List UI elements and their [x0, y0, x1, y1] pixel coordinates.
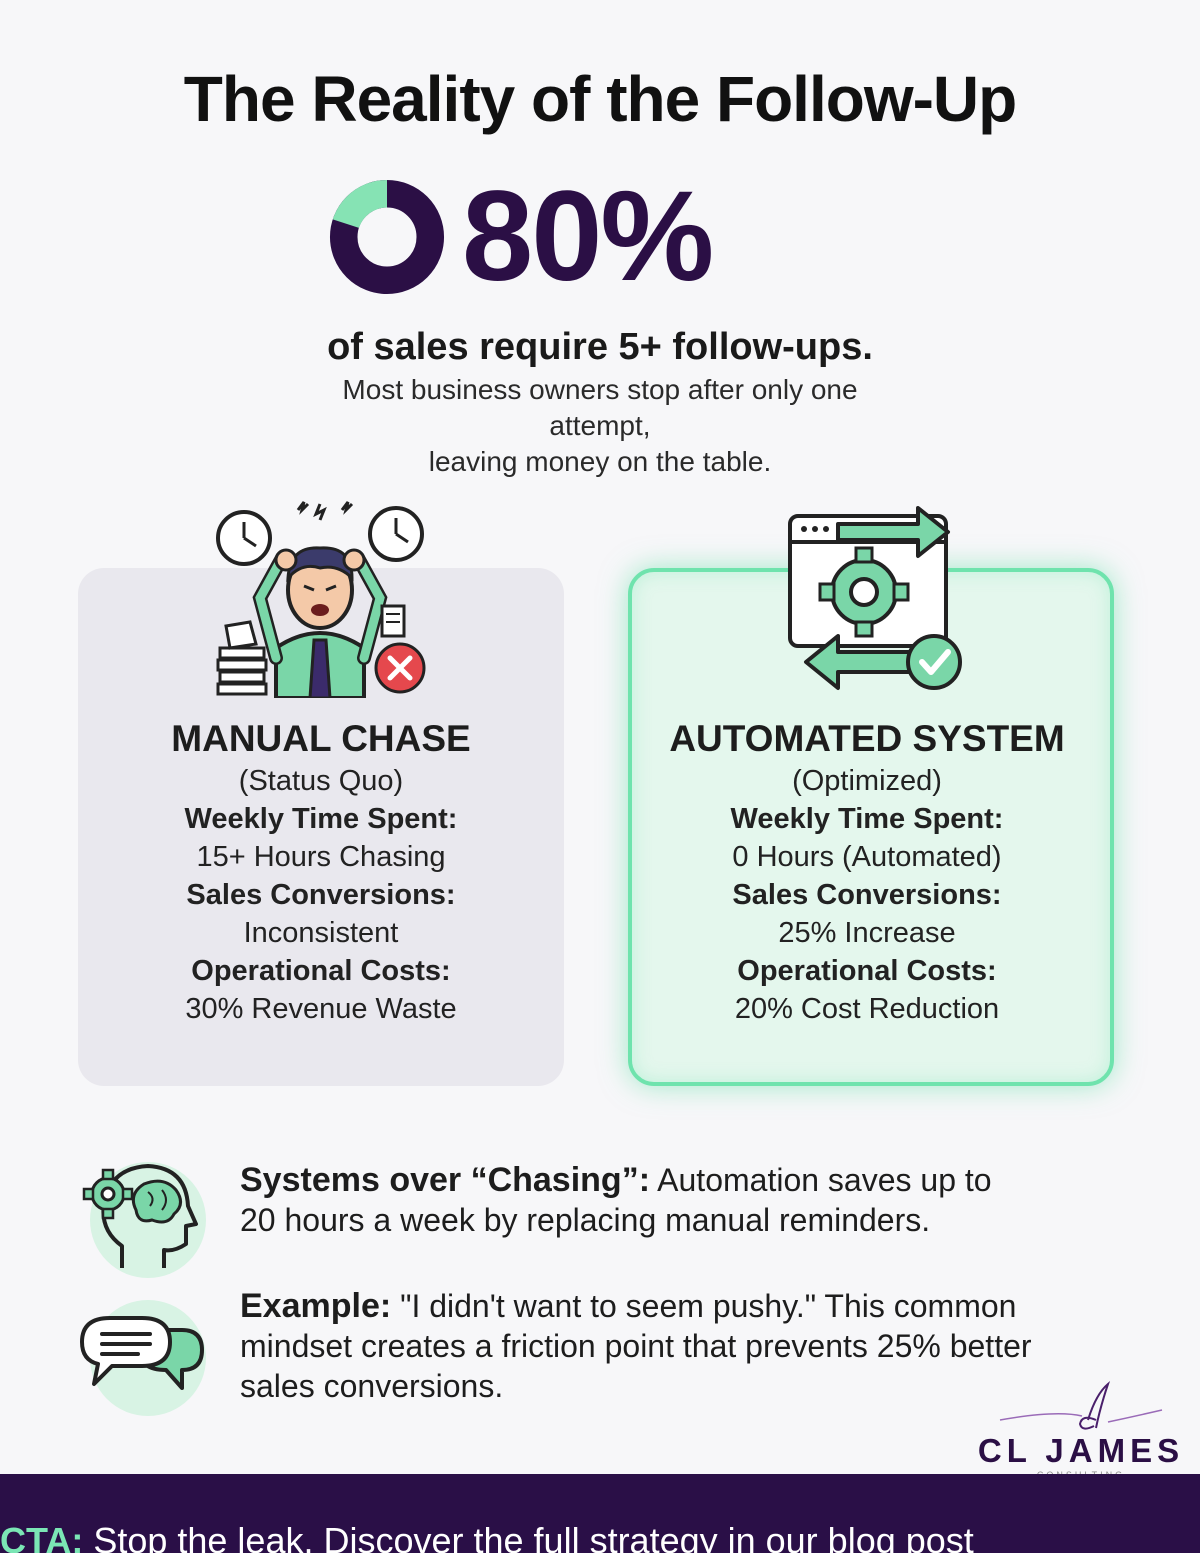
automated-heading: AUTOMATED SYSTEM: [669, 718, 1065, 759]
manual-cost-value: 30% Revenue Waste: [185, 993, 457, 1025]
cta-label: CTA:: [0, 1520, 84, 1553]
stat-subtext-line-1: Most business owners stop after only one…: [342, 374, 858, 441]
automated-cost-value: 20% Cost Reduction: [734, 993, 1000, 1025]
manual-heading: MANUAL CHASE: [171, 718, 471, 759]
tip-example-line-1: "I didn't want to seem pushy." This comm…: [391, 1288, 1017, 1324]
tip-systems-line-2: 20 hours a week by replacing manual remi…: [240, 1202, 931, 1238]
automated-conv-value: 25% Increase: [778, 917, 956, 949]
stat-row: 80%: [0, 165, 1200, 308]
tip-example: Example: "I didn't want to seem pushy." …: [78, 1286, 1158, 1428]
automated-system-card: AUTOMATED SYSTEM (Optimized) Weekly Time…: [628, 506, 1114, 1086]
chat-bubbles-icon: [80, 1300, 206, 1416]
tip-systems-bold: Systems over “Chasing”:: [240, 1161, 651, 1199]
stat-caption: of sales require 5+ follow-ups.: [327, 326, 873, 368]
tip-example-bold: Example:: [240, 1287, 392, 1325]
tip-systems-line-1: Automation saves up to: [650, 1162, 992, 1198]
automation-gear-icon: [788, 506, 962, 690]
tip-example-text: Example: "I didn't want to seem pushy." …: [240, 1286, 1140, 1406]
head-gear-icon: [82, 1162, 206, 1278]
automated-time-value: 0 Hours (Automated): [732, 841, 1002, 873]
page-title: The Reality of the Follow-Up: [183, 63, 1017, 135]
tip-example-line-2: mindset creates a friction point that pr…: [240, 1328, 1032, 1364]
cta-bar[interactable]: CTA: Stop the leak. Discover the full st…: [0, 1474, 1200, 1553]
stat-subtext-line-2: leaving money on the table.: [428, 446, 772, 477]
logo-name: CL JAMES: [977, 1432, 1185, 1469]
donut-remainder-segment: [332, 179, 387, 228]
tip-example-line-3: sales conversions.: [240, 1368, 504, 1404]
tip-systems: Systems over “Chasing”: Automation saves…: [78, 1150, 1158, 1280]
manual-card-content: MANUAL CHASE (Status Quo) Weekly Time Sp…: [78, 716, 564, 1028]
stat-value: 80%: [462, 165, 714, 308]
donut-chart-icon: [329, 179, 445, 295]
automated-card-content: AUTOMATED SYSTEM (Optimized) Weekly Time…: [628, 716, 1106, 1028]
automated-time-label: Weekly Time Spent:: [730, 803, 1004, 835]
stressed-man-icon: [216, 501, 426, 698]
manual-conv-value: Inconsistent: [243, 917, 399, 949]
automated-conv-label: Sales Conversions:: [732, 879, 1002, 911]
tip-systems-text: Systems over “Chasing”: Automation saves…: [240, 1160, 1140, 1240]
cta-text[interactable]: CTA: Stop the leak. Discover the full st…: [0, 1520, 974, 1553]
manual-conv-label: Sales Conversions:: [186, 879, 456, 911]
manual-cost-label: Operational Costs:: [191, 955, 451, 987]
automated-cost-label: Operational Costs:: [737, 955, 997, 987]
automated-subheading: (Optimized): [792, 765, 942, 797]
manual-subheading: (Status Quo): [238, 765, 404, 797]
manual-time-label: Weekly Time Spent:: [184, 803, 458, 835]
cta-message: Stop the leak. Discover the full strateg…: [83, 1520, 974, 1553]
manual-time-value: 15+ Hours Chasing: [196, 841, 446, 873]
cl-james-logo: CL JAMES CONSULTING: [976, 1380, 1186, 1480]
stat-subtext: Most business owners stop after only one…: [300, 372, 900, 480]
manual-chase-card: MANUAL CHASE (Status Quo) Weekly Time Sp…: [78, 501, 564, 1086]
monogram-logo-icon: [999, 1380, 1163, 1430]
